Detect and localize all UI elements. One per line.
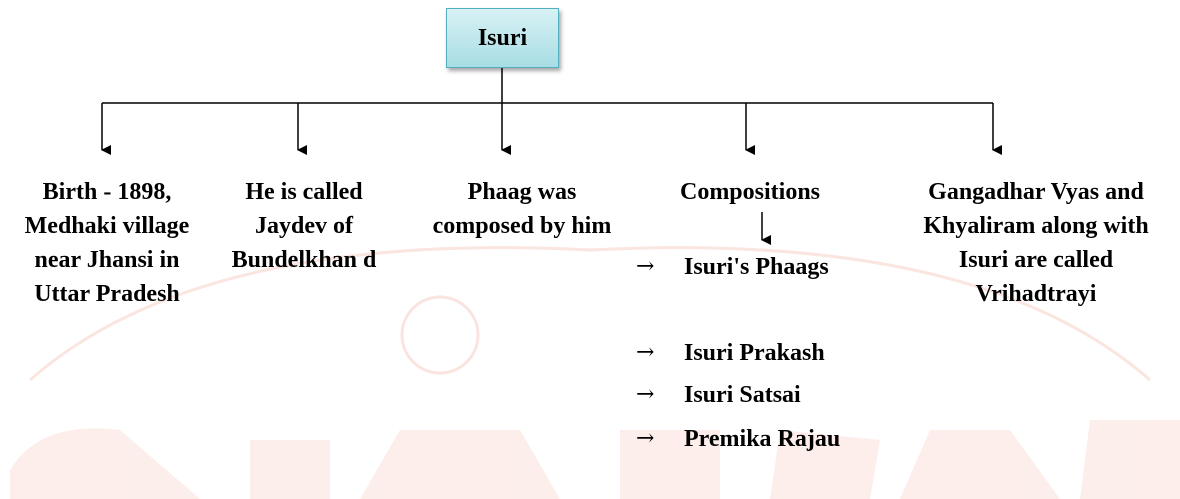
- branch-vrihadtrayi: Gangadhar Vyas and Khyaliram along with …: [923, 179, 1149, 307]
- right-arrow-icon: →: [636, 382, 655, 407]
- branch-compositions: Compositions: [679, 179, 821, 205]
- branch-birth: Birth - 1898, Medhaki village near Jhans…: [24, 179, 190, 307]
- composition-label: Premika Rajau: [684, 426, 841, 452]
- branch-phaag: Phaag was composed by him: [432, 179, 612, 239]
- right-arrow-icon: →: [636, 340, 655, 365]
- right-arrow-icon: →: [636, 254, 655, 279]
- root-label: Isuri: [477, 24, 528, 51]
- composition-label: Isuri's Phaags: [684, 254, 829, 280]
- composition-label: Isuri Satsai: [684, 382, 801, 408]
- composition-label: Isuri Prakash: [684, 340, 825, 366]
- right-arrow-icon: →: [636, 426, 655, 451]
- root-node: Isuri: [446, 8, 559, 68]
- branch-jaydev: He is called Jaydev of Bundelkhan d: [231, 179, 377, 273]
